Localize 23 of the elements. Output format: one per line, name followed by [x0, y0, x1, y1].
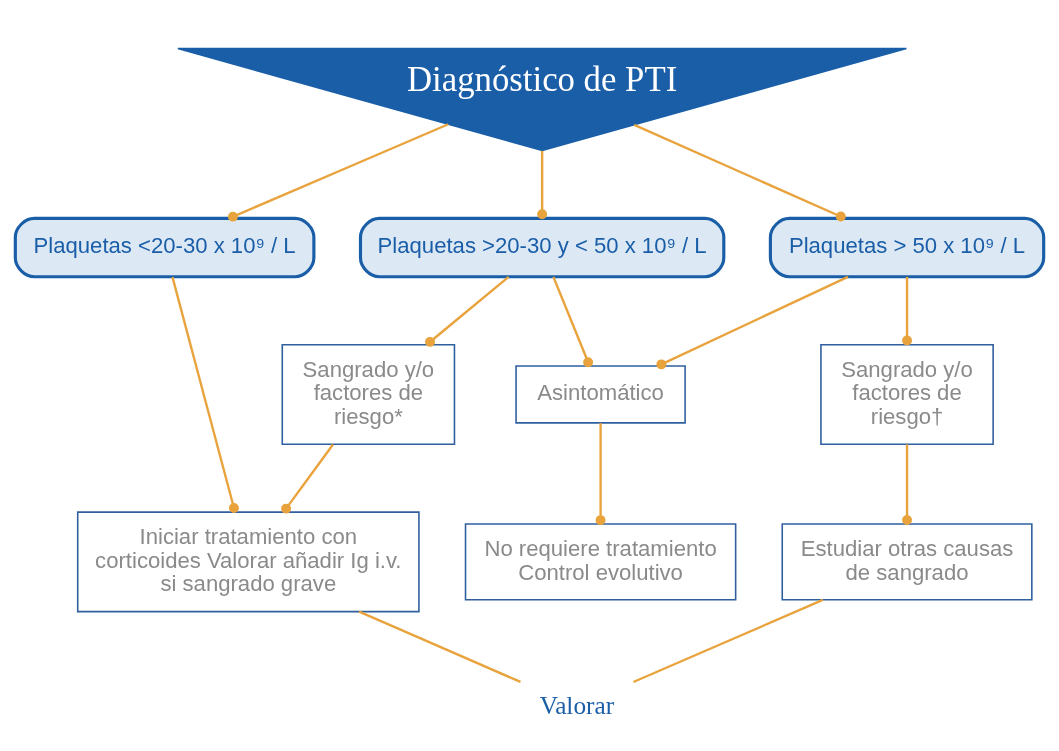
node-box: Plaquetas >20-30 y < 50 x 10⁹ / L: [358, 216, 726, 279]
node-box: Asintomático: [515, 365, 686, 424]
node-text: Valorar: [539, 691, 615, 720]
node-box: Estudiar otras causas de sangrado: [781, 523, 1033, 601]
connector: [595, 423, 606, 526]
connector: [171, 276, 239, 513]
connector: [227, 123, 449, 222]
connector: [633, 123, 846, 222]
connector: [537, 150, 548, 220]
connector: [902, 276, 912, 346]
connector: [632, 598, 824, 684]
node-box: Sangrado y/o factores de riesgo†: [820, 343, 994, 445]
connector: [358, 610, 521, 683]
connector: [902, 444, 912, 525]
node-box: Plaquetas <20-30 x 10⁹ / L: [13, 216, 316, 279]
node-box: Plaquetas > 50 x 10⁹ / L: [768, 216, 1046, 279]
connector: [656, 275, 849, 370]
connector: [552, 276, 594, 368]
node-box: Iniciar tratamiento con corticoides Valorar añadir Ig i.v. si sangrado grave: [76, 511, 420, 613]
connector: [281, 443, 334, 514]
node-box: Sangrado y/o factores de riesgo*: [281, 343, 456, 445]
connector: [425, 275, 510, 347]
node-box: No requiere tratamiento Control evolutivo: [464, 523, 737, 601]
